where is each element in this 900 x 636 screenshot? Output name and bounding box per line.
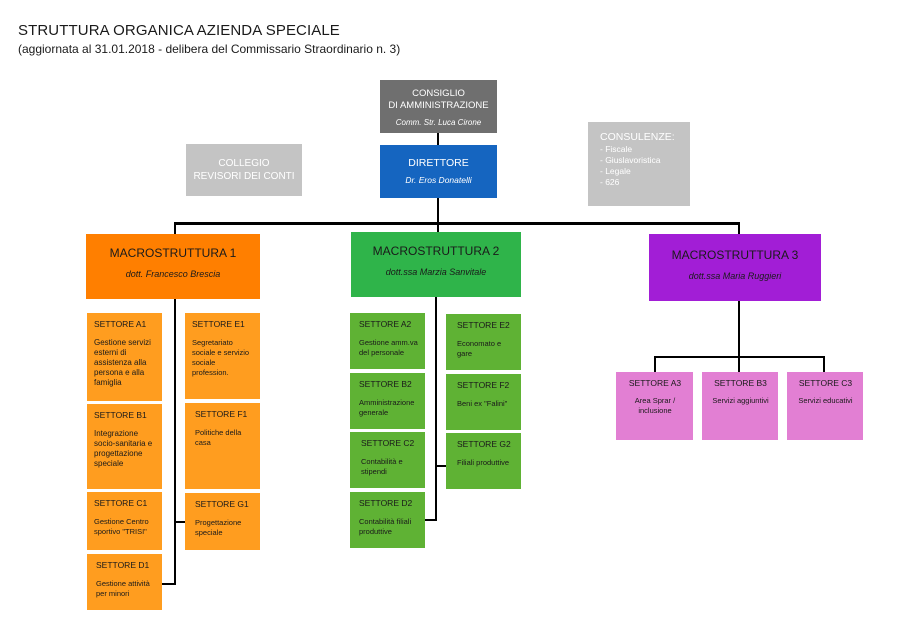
connector-line	[654, 356, 656, 372]
macro-title: MACROSTRUTTURA 3	[671, 248, 799, 262]
settore-c3: SETTORE C3 Servizi educativi	[787, 372, 863, 440]
settore-e2: SETTORE E2 Economato e gare	[446, 314, 521, 370]
settore-desc: Integrazione socio-sanitaria e progettaz…	[94, 429, 153, 468]
connector-line	[437, 222, 439, 232]
settore-code: SETTORE A3	[628, 378, 682, 388]
macrostruttura-3: MACROSTRUTTURA 3 dott.ssa Maria Ruggieri	[649, 234, 821, 301]
settore-code: SETTORE G2	[457, 439, 511, 449]
connector-line	[174, 222, 176, 235]
consulenze-title: CONSULENZE:	[600, 131, 675, 143]
consulenze-item: - Giuslavoristica	[600, 155, 661, 165]
settore-desc: Contabilità e stipendi	[361, 457, 403, 476]
settore-code: SETTORE A1	[94, 319, 147, 329]
settore-desc: Progettazione speciale	[195, 518, 242, 537]
macro-person: dott. Francesco Brescia	[125, 269, 221, 279]
settore-desc: Gestione amm.va del personale	[359, 338, 418, 357]
settore-desc: Contabilità filiali produttive	[359, 517, 412, 536]
direttore-title: DIRETTORE	[408, 157, 469, 169]
collegio-title: REVISORI DEI CONTI	[193, 171, 295, 182]
consiglio-box: CONSIGLIO DI AMMINISTRAZIONE Comm. Str. …	[380, 80, 497, 133]
direttore-box: DIRETTORE Dr. Eros Donatelli	[380, 145, 497, 198]
settore-a3: SETTORE A3 Area Sprar / inclusione	[616, 372, 693, 440]
connector-line	[823, 356, 825, 372]
consulenze-item: - Legale	[600, 166, 631, 176]
collegio-box: COLLEGIO REVISORI DEI CONTI	[186, 144, 302, 196]
settore-code: SETTORE F2	[457, 380, 510, 390]
settore-b2: SETTORE B2 Amministrazione generale	[350, 373, 425, 429]
consiglio-title: DI AMMINISTRAZIONE	[388, 100, 489, 111]
settore-code: SETTORE B3	[714, 378, 767, 388]
settore-code: SETTORE B1	[94, 410, 147, 420]
settore-e1: SETTORE E1 Segretariato sociale e serviz…	[185, 313, 260, 399]
connector-line	[162, 583, 176, 585]
settore-code: SETTORE C3	[798, 378, 853, 388]
consulenze-item: - Fiscale	[600, 144, 633, 154]
settore-desc: Servizi educativi	[798, 396, 853, 405]
consiglio-person: Comm. Str. Luca Cirone	[395, 118, 482, 127]
settore-code: SETTORE A2	[359, 319, 412, 329]
settore-desc: Area Sprar / inclusione	[634, 396, 676, 415]
settore-desc: Servizi aggiuntivi	[712, 396, 769, 405]
settore-code: SETTORE G1	[195, 499, 249, 509]
connector-line	[174, 299, 176, 584]
settore-b3: SETTORE B3 Servizi aggiuntivi	[702, 372, 778, 440]
consiglio-title: CONSIGLIO	[412, 88, 465, 99]
settore-a2: SETTORE A2 Gestione amm.va del personale	[350, 313, 425, 369]
connector-line	[437, 133, 439, 145]
settore-desc: Beni ex "Falini"	[457, 399, 508, 408]
settore-d1: SETTORE D1 Gestione attività per minori	[87, 554, 162, 610]
settore-desc: Segretariato sociale e servizio sociale …	[192, 338, 250, 377]
settore-code: SETTORE E1	[192, 319, 245, 329]
connector-line	[425, 519, 437, 521]
macro-person: dott.ssa Marzia Sanvitale	[385, 267, 487, 277]
macro-title: MACROSTRUTTURA 1	[109, 246, 237, 260]
settore-desc: Politiche della casa	[195, 428, 242, 447]
settore-code: SETTORE B2	[359, 379, 412, 389]
settore-desc: Economato e gare	[457, 339, 502, 358]
settore-desc: Filiali produttive	[457, 458, 510, 467]
consulenze-box: CONSULENZE: - Fiscale - Giuslavoristica …	[588, 122, 690, 206]
macrostruttura-2: MACROSTRUTTURA 2 dott.ssa Marzia Sanvita…	[351, 232, 521, 297]
connector-line	[437, 197, 439, 223]
macrostruttura-1: MACROSTRUTTURA 1 dott. Francesco Brescia	[86, 234, 260, 299]
macro-title: MACROSTRUTTURA 2	[372, 244, 500, 258]
settore-g1: SETTORE G1 Progettazione speciale	[185, 493, 260, 550]
settore-b1: SETTORE B1 Integrazione socio-sanitaria …	[87, 404, 162, 489]
page-title: STRUTTURA ORGANICA AZIENDA SPECIALE	[18, 22, 340, 39]
macro-person: dott.ssa Maria Ruggieri	[688, 271, 782, 281]
settore-g2: SETTORE G2 Filiali produttive	[446, 433, 521, 489]
settore-f1: SETTORE F1 Politiche della casa	[185, 403, 260, 489]
connector-line	[738, 301, 740, 357]
consulenze-item: - 626	[600, 177, 620, 187]
settore-code: SETTORE C2	[361, 438, 415, 448]
settore-code: SETTORE E2	[457, 320, 510, 330]
settore-desc: Gestione attività per minori	[96, 579, 150, 598]
settore-f2: SETTORE F2 Beni ex "Falini"	[446, 374, 521, 430]
settore-c2: SETTORE C2 Contabilità e stipendi	[350, 432, 425, 488]
connector-line	[435, 297, 437, 520]
connector-line	[174, 521, 185, 523]
settore-code: SETTORE D2	[359, 498, 413, 508]
settore-code: SETTORE F1	[195, 409, 248, 419]
direttore-person: Dr. Eros Donatelli	[405, 175, 472, 185]
connector-line	[174, 222, 740, 225]
settore-code: SETTORE C1	[94, 498, 148, 508]
collegio-title: COLLEGIO	[218, 158, 270, 169]
settore-desc: Gestione Centro sportivo "TRISI"	[94, 517, 149, 536]
connector-line	[738, 356, 740, 372]
settore-c1: SETTORE C1 Gestione Centro sportivo "TRI…	[87, 492, 162, 550]
connector-line	[738, 222, 740, 234]
settore-d2: SETTORE D2 Contabilità filiali produttiv…	[350, 492, 425, 548]
settore-desc: Amministrazione generale	[359, 398, 415, 417]
settore-code: SETTORE D1	[96, 560, 150, 570]
settore-desc: Gestione servizi esterni di assistenza a…	[94, 338, 151, 387]
connector-line	[435, 465, 447, 467]
settore-a1: SETTORE A1 Gestione servizi esterni di a…	[87, 313, 162, 401]
page-subtitle: (aggiornata al 31.01.2018 - delibera del…	[18, 42, 401, 56]
